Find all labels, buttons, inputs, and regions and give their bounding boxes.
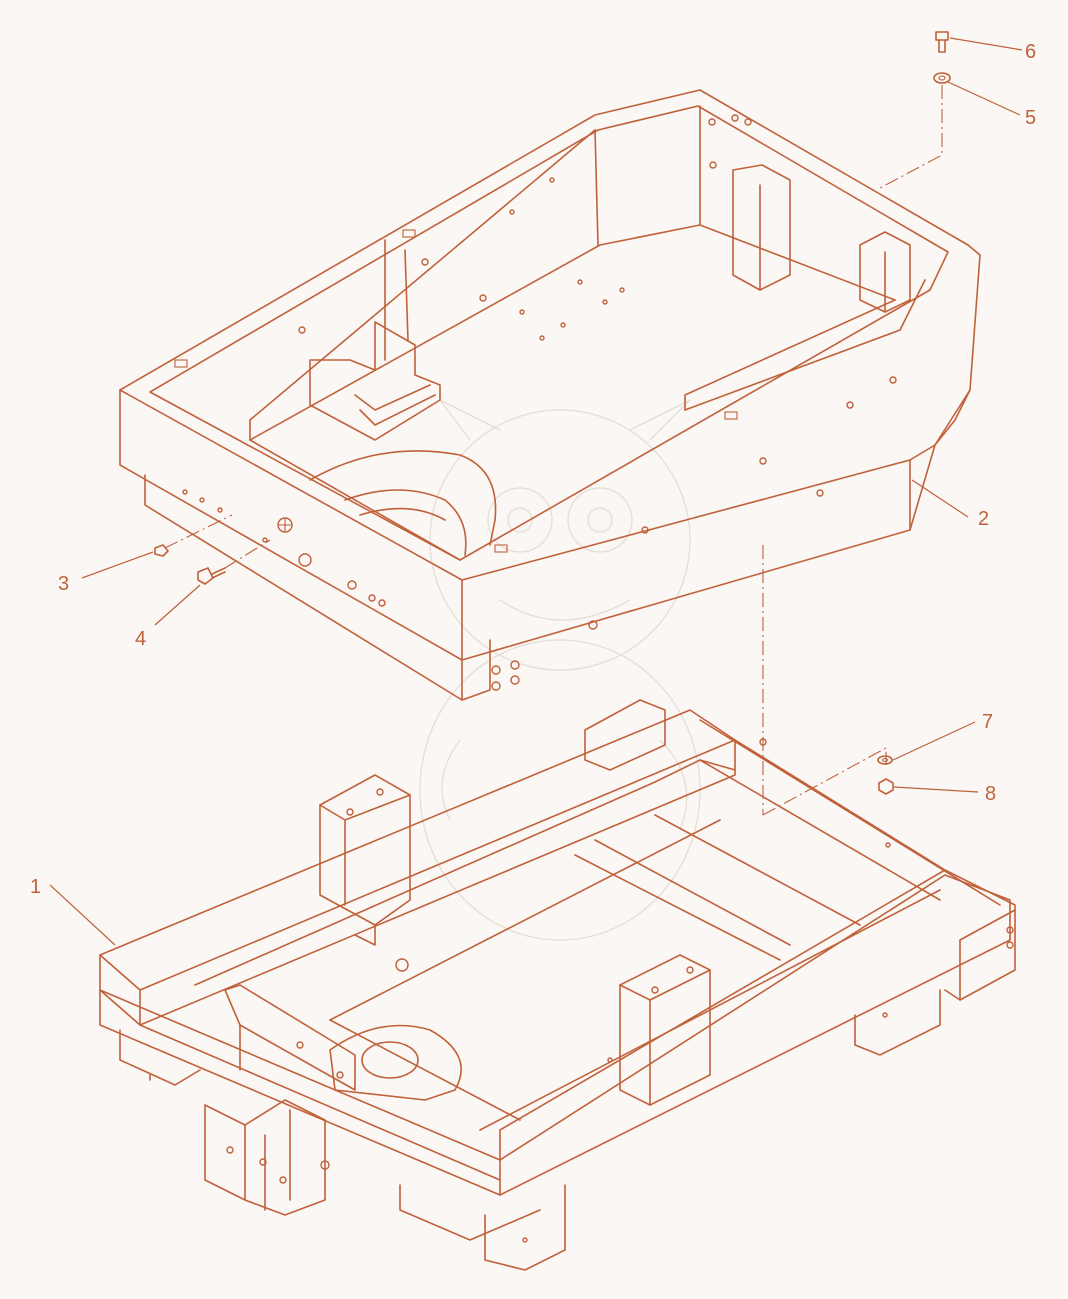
part-8-nut	[878, 778, 894, 795]
part-5-washer	[933, 72, 951, 84]
callout-6: 6	[1025, 41, 1036, 63]
leader-lines	[49, 37, 1023, 946]
part-3-nut	[154, 544, 169, 557]
callout-2: 2	[978, 508, 989, 530]
callout-labels: 1 2 3 4 5 6 7 8	[30, 41, 1036, 898]
part-7-washer	[877, 755, 893, 765]
callout-4: 4	[135, 628, 146, 650]
assembly-center-lines	[164, 85, 943, 816]
part-6-bolt	[935, 31, 949, 53]
callout-5: 5	[1025, 107, 1036, 129]
part-4-bolt	[197, 567, 226, 585]
callout-1: 1	[30, 876, 41, 898]
callout-7: 7	[982, 711, 993, 733]
callout-8: 8	[985, 783, 996, 805]
part-1-lower-frame	[99, 699, 1016, 1271]
callout-3: 3	[58, 573, 69, 595]
part-2-upper-tray	[119, 89, 981, 701]
